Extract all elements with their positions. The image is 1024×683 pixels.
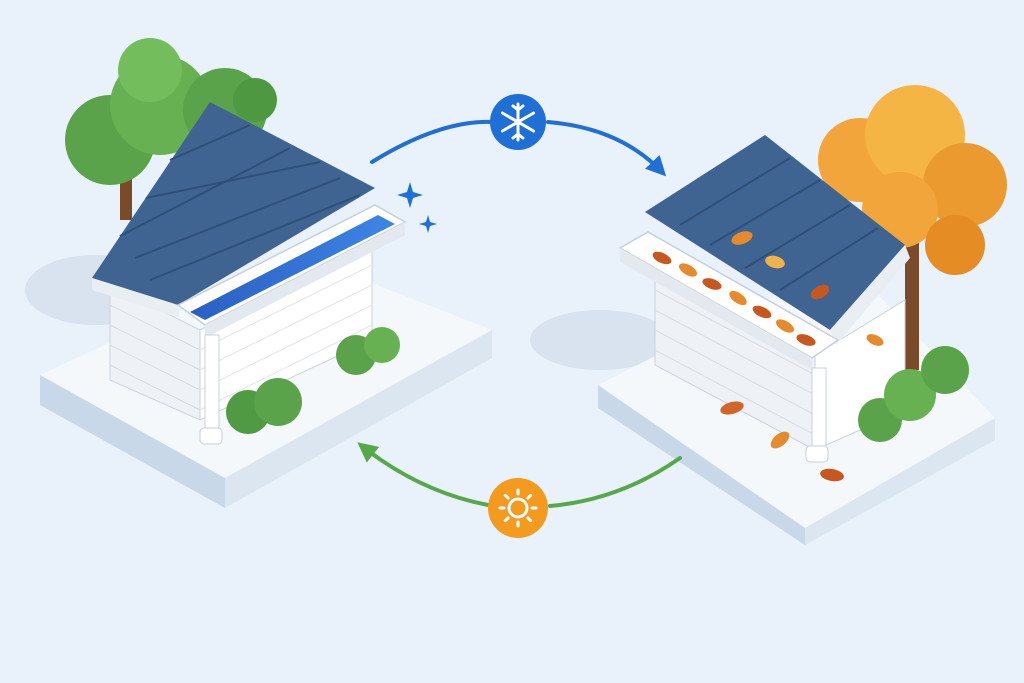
- gutter-filled-with-leaves: [618, 231, 840, 370]
- roof: [92, 102, 375, 318]
- cycle-arrow-to-clean: [357, 442, 682, 538]
- house-walls: [109, 244, 373, 421]
- leaf-pile: [652, 251, 816, 346]
- roof-leaves: [731, 231, 830, 300]
- clean-gutter-house: [25, 38, 492, 508]
- sparkle-icon: [397, 182, 437, 233]
- sun-icon: [488, 478, 548, 538]
- falling-leaves: [720, 334, 884, 482]
- leaf-clogged-gutter-house: [530, 85, 1007, 545]
- bushes: [858, 346, 969, 442]
- ground-shadow: [530, 310, 670, 370]
- bushes: [226, 327, 400, 434]
- snowflake-icon: [490, 94, 546, 150]
- roof: [645, 135, 910, 345]
- cycle-arrow-to-autumn: [370, 94, 667, 177]
- gutter-clear-flowing-water: [176, 204, 407, 338]
- downspout: [199, 334, 223, 445]
- downspout: [805, 367, 829, 463]
